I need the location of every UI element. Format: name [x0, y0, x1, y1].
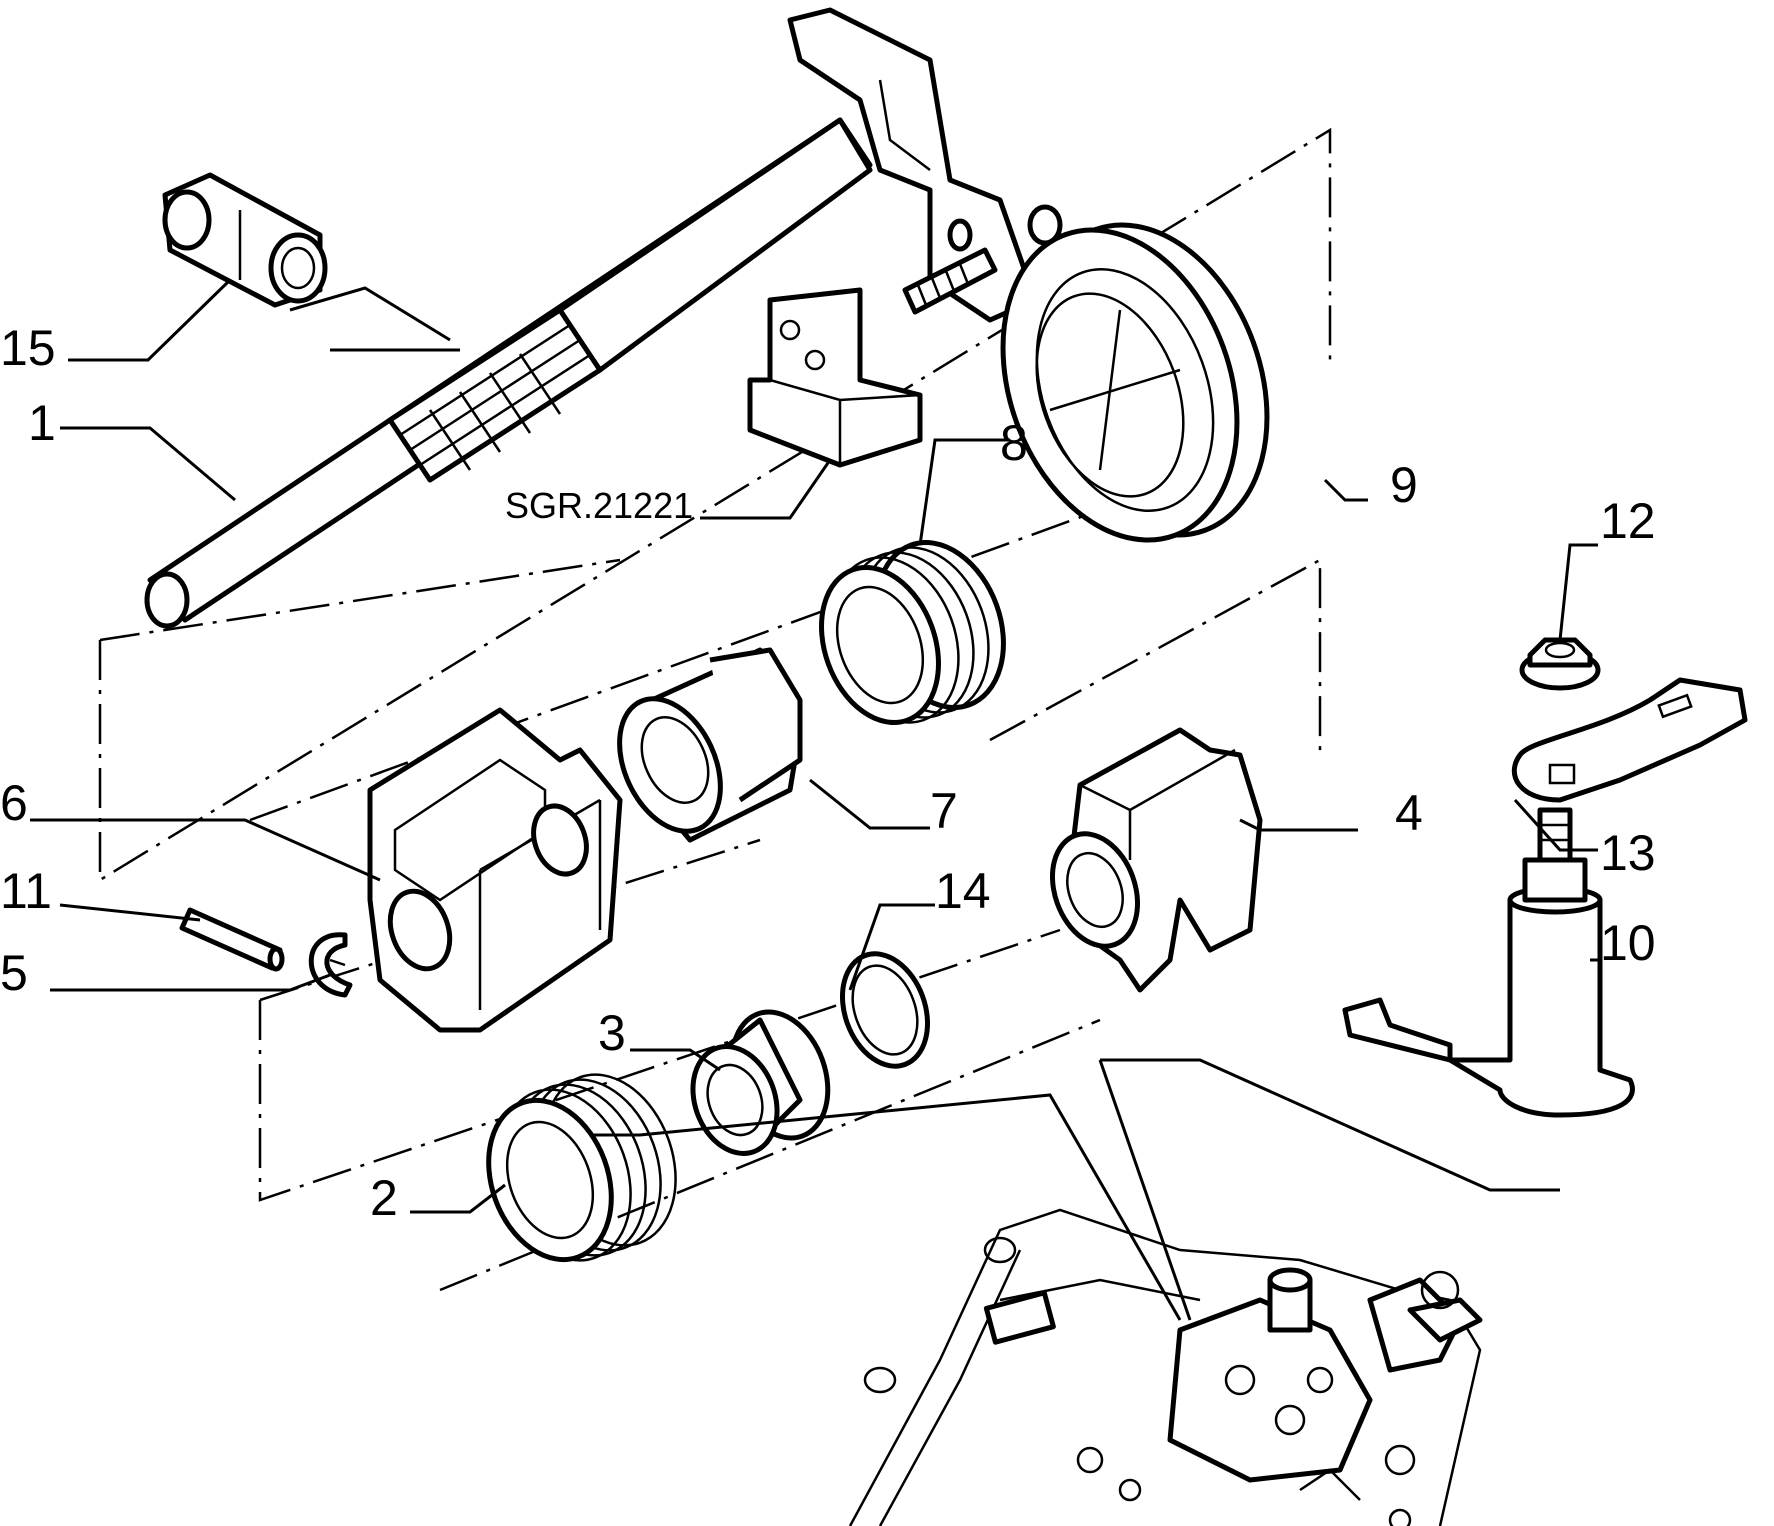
callout-14: 14 — [935, 863, 991, 919]
callout-8: 8 — [1000, 415, 1028, 471]
part-15-bushing — [162, 172, 328, 308]
part-13-plate — [1511, 677, 1748, 803]
part-5-e-clip — [308, 932, 353, 998]
part-6-gate-housing — [367, 707, 623, 1033]
callout-5: 5 — [0, 945, 28, 1001]
callout-3: 3 — [598, 1005, 626, 1061]
callout-4: 4 — [1395, 785, 1423, 841]
part-2-spring — [486, 1073, 677, 1263]
callout-6: 6 — [0, 775, 28, 831]
callout-labels: 15 1 SGR.21221 8 9 12 6 7 4 13 11 14 10 … — [0, 320, 1656, 1226]
callout-1: 1 — [28, 395, 56, 451]
part-8-spring — [819, 540, 1006, 725]
callout-11: 11 — [0, 863, 52, 919]
tool-reference-label: SGR.21221 — [505, 485, 693, 526]
part-10-shaft-lever — [1342, 807, 1635, 1118]
callout-13: 13 — [1600, 825, 1656, 881]
part-9-cup — [1000, 222, 1270, 543]
callout-10: 10 — [1600, 915, 1656, 971]
part-4-selector-finger — [1049, 727, 1263, 993]
callout-2: 2 — [370, 1170, 398, 1226]
callout-15: 15 — [0, 320, 56, 376]
part-7-flanged-sleeve — [617, 647, 803, 843]
part-1-selector-shaft — [144, 7, 1063, 629]
part-14-o-ring — [839, 951, 931, 1069]
callout-12: 12 — [1600, 493, 1656, 549]
gearbox-housing-overview — [848, 1208, 1483, 1526]
part-3-bushing — [690, 1009, 831, 1156]
part-12-nut — [1519, 637, 1601, 691]
detail-bracket-lines — [590, 1058, 1560, 1321]
callout-7: 7 — [930, 783, 958, 839]
part-11-pin — [179, 907, 285, 972]
tool-sgr-21221-block — [747, 287, 923, 468]
leader-lines — [30, 278, 1600, 1214]
callout-9: 9 — [1390, 457, 1418, 513]
